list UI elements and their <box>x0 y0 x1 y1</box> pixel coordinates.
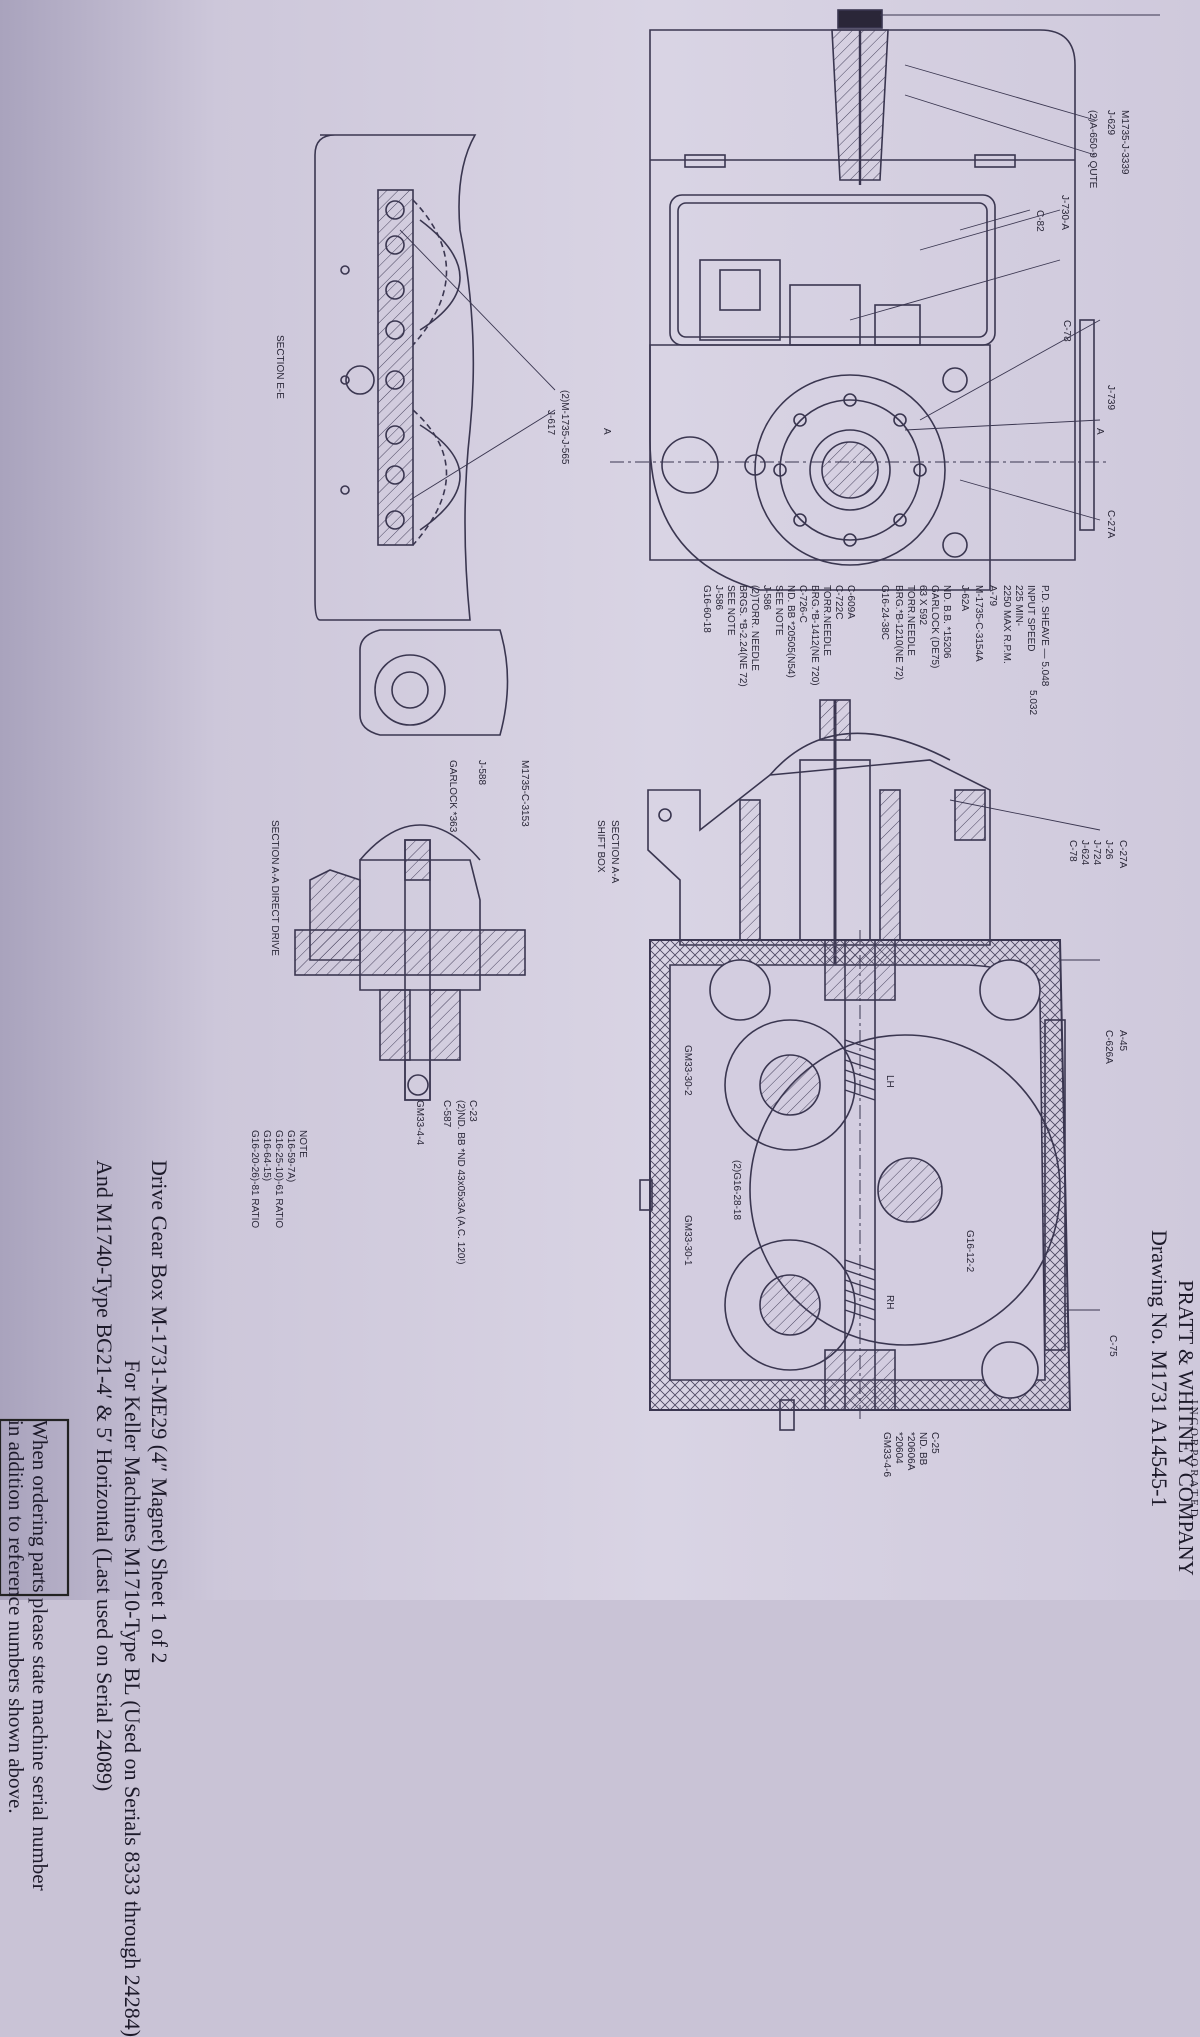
note-line: G16-59-7A) <box>285 1130 296 1183</box>
callout-j62a: J-62A <box>959 585 970 612</box>
callout-list-item: BRG.*B-1412(NE 720) <box>809 585 820 686</box>
note-line: G16-25-10)-61 RATIO <box>273 1130 284 1229</box>
motor-housing-view <box>610 9 1110 591</box>
callout-g16-12-2: G16-12-2 <box>964 1230 975 1273</box>
section-ee-label: SECTION E-E <box>274 335 285 399</box>
ordering-note-line1: When ordering parts please state machine… <box>28 1420 52 1891</box>
callout-list-item: BRG.*B-1210(NE 72) <box>893 585 904 681</box>
callout-list-item: C-726-C <box>797 585 808 623</box>
section-aa-shift-box <box>647 699 991 980</box>
callout-j629: J-629 <box>1105 110 1116 136</box>
callout-c82: C-82 <box>1034 210 1045 232</box>
callout-list-item: TORR.NEEDLE <box>821 585 832 656</box>
callout-list-item: SEE NOTE <box>773 585 784 636</box>
callout-c587: C-587 <box>441 1100 452 1128</box>
callout-list-item: ND. B.B. *15206 <box>941 585 952 659</box>
callout-shift-item: J-724 <box>1091 840 1102 866</box>
ordering-note-line2: in addition to reference numbers shown a… <box>4 1420 28 1814</box>
section-ee-view <box>314 134 509 736</box>
callout-input-speed: INPUT SPEED <box>1025 585 1036 652</box>
callout-shift-item: C-27A <box>1117 840 1128 869</box>
callout-list-item: C-722C <box>833 585 844 620</box>
callout-list-item: G16-24-38C <box>879 585 890 641</box>
callout-j617: J-617 <box>545 410 556 436</box>
callout-a45: A-45 <box>1117 1030 1128 1052</box>
callout-pd-sheave-2: 5.032 <box>1027 690 1038 716</box>
callout-c626a: C-626A <box>1103 1030 1114 1064</box>
note-line: G16-20-26)-81 RATIO <box>249 1130 260 1229</box>
callout-min-speed: 225 MIN- <box>1013 585 1024 627</box>
callout-gearbox-bottom: *20604 <box>893 1432 904 1464</box>
callout-list-item: J-586 <box>713 585 724 611</box>
company-sub: INCORPORATED <box>1188 1400 1200 1520</box>
callout-max-speed: 2250 MAX R.P.M. <box>1001 585 1012 664</box>
section-aa-direct-drive <box>294 824 526 1101</box>
callout-gearbox-bottom: C-25 <box>929 1432 940 1454</box>
callout-m1735-j565: (2)M-1735-J-565 <box>559 390 570 465</box>
callout-shift-item: C-78 <box>1067 840 1078 862</box>
gearbox-drawing <box>0 9 1160 1597</box>
callout-list-item: (2)TORR. NEEDLE <box>749 585 760 671</box>
note-title: NOTE <box>297 1130 308 1158</box>
callout-c78: C-78 <box>1061 320 1072 342</box>
callout-gm33-30-2: GM33-30-2 <box>682 1045 693 1096</box>
caption-line2: For Keller Machines M1710-Type BL (Used … <box>120 1360 145 2037</box>
section-aa-shift-sublabel: SHIFT BOX <box>595 820 606 873</box>
callout-gm33-30-1: GM33-30-1 <box>682 1215 693 1266</box>
callout-g16-28-18: (2)G16-28-18 <box>731 1160 742 1221</box>
callout-gearbox-bottom: GM33-4-6 <box>881 1432 892 1478</box>
callout-list-item: GARLOCK (DE75) <box>929 585 940 669</box>
callout-shift-item: J-26 <box>1103 840 1114 860</box>
callout-pd-sheave: P.D. SHEAVE — 5.048 <box>1039 585 1050 687</box>
note-line: G16-64-15) <box>261 1130 272 1182</box>
callout-list-item: ND. BB *20505(N54) <box>785 585 796 678</box>
callout-gearbox-bottom: *20606A <box>905 1432 916 1471</box>
callout-list-item: BRGS. *B-2.24(NE 72) <box>737 585 748 687</box>
section-aa-direct-label: SECTION A-A DIRECT DRIVE <box>269 820 280 956</box>
callout-ndbb: (2)ND. BB *ND 43x05x3A (A.C. 120!) <box>455 1100 466 1265</box>
caption-line3: And M1740-Type BG21-4′ & 5′ Horizontal (… <box>92 1160 117 1792</box>
caption-title: Drive Gear Box M-1731-ME29 (4″ Magnet) S… <box>147 1160 172 1664</box>
drawing-number: Drawing No. M1731 A14545-1 <box>1147 1230 1172 1508</box>
callout-a79: A-79 <box>987 585 998 607</box>
callout-c23: C-23 <box>467 1100 478 1122</box>
callout-list-item: G16-60-18 <box>701 585 712 633</box>
callout-m1735-c3153: M1735-C-3153 <box>519 760 530 827</box>
callout-shift-item: J-624 <box>1079 840 1090 866</box>
callout-j588: J-588 <box>476 760 487 786</box>
worm-gearbox-view <box>639 930 1072 1431</box>
callout-list-item: J-586 <box>761 585 772 611</box>
section-arrow-a: A <box>601 428 612 435</box>
callout-garlock: GARLOCK *363 <box>447 760 458 833</box>
callout-j739: J-739 <box>1105 385 1116 411</box>
callout-list-item: 63 X 592 <box>917 585 928 626</box>
callout-list-item: TORR.NEEDLE <box>905 585 916 656</box>
callout-j730a: J-730-A <box>1059 195 1070 231</box>
callout-a650: (2)A-650-9 QUTE <box>1087 110 1098 189</box>
callout-m1735-j3339: M1735-J-3339 <box>1119 110 1130 175</box>
callout-m1735-c3154a: M-1735-C-3154A <box>973 585 984 662</box>
callout-list-item: C-609A <box>845 585 856 619</box>
callout-c27a: C-27A <box>1105 510 1116 539</box>
callout-gm33-4-4: GM33-4-4 <box>414 1100 425 1146</box>
label-lh: LH <box>884 1075 895 1088</box>
section-aa-shift-label: SECTION A-A <box>609 820 620 884</box>
section-arrow-a: A <box>1094 428 1105 435</box>
callout-list-item: SEE NOTE <box>725 585 736 636</box>
callout-c75: C-75 <box>1107 1335 1118 1357</box>
label-rh: RH <box>884 1295 895 1310</box>
callout-gearbox-bottom: ND. BB <box>917 1432 928 1466</box>
